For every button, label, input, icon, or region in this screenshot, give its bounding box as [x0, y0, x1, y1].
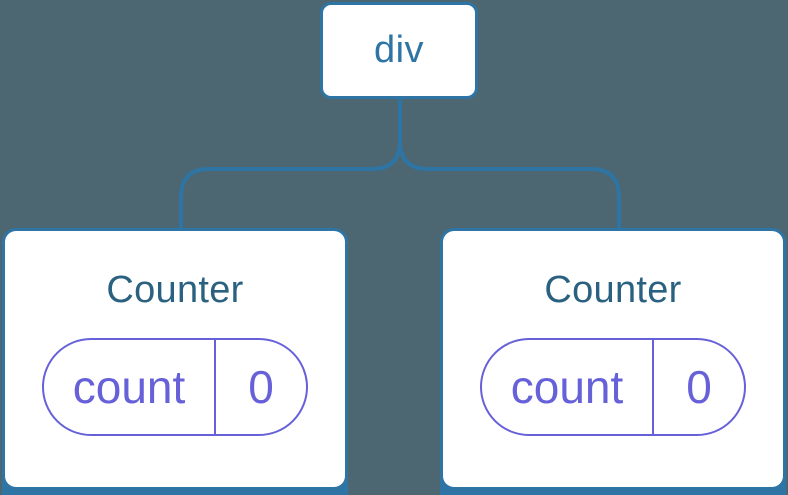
state-pill: count 0 [480, 338, 746, 436]
root-node: div [320, 2, 478, 99]
connector-left-branch [179, 99, 402, 230]
component-card-1-body: Counter count 0 [5, 231, 345, 487]
state-value: 0 [248, 361, 274, 413]
state-value: 0 [686, 361, 712, 413]
component-name: Counter [106, 269, 244, 311]
state-key: count [510, 361, 624, 413]
component-card-1: Counter count 0 [2, 228, 348, 495]
state-pill-divider [652, 340, 654, 434]
component-name: Counter [544, 269, 682, 311]
component-card-2-body: Counter count 0 [443, 231, 783, 487]
state-pill-divider [214, 340, 216, 434]
state-key: count [72, 361, 186, 413]
component-card-2: Counter count 0 [440, 228, 786, 495]
connector-right-branch [398, 99, 621, 230]
root-node-label: div [373, 29, 425, 71]
state-pill: count 0 [42, 338, 308, 436]
